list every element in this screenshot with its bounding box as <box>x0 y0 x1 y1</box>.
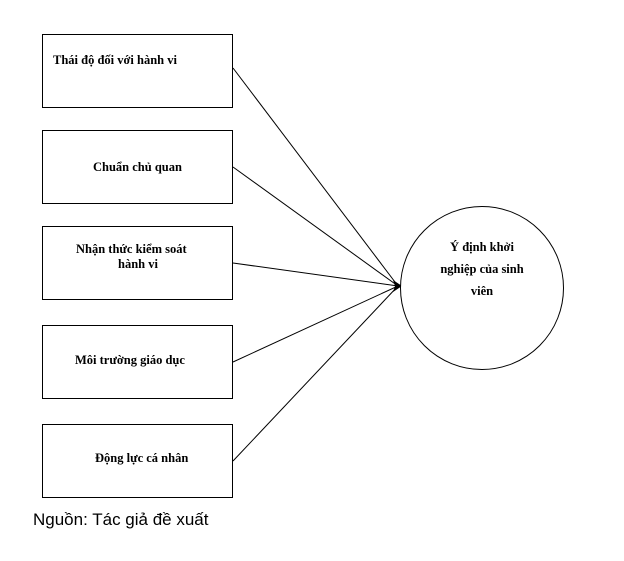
outcome-circle <box>400 206 564 370</box>
factor-box-education <box>42 325 233 399</box>
arrowhead-icon <box>393 280 402 292</box>
outcome-label: Ý định khởi nghiệp của sinh viên <box>420 236 544 302</box>
factor-label-perceived-control-line2: hành vi <box>118 257 158 271</box>
factor-label-attitude: Thái độ đối với hành vi <box>53 53 177 67</box>
outcome-label-line3: viên <box>470 284 494 298</box>
outcome-label-line1: Ý định khởi <box>450 240 514 254</box>
arrow-line-subjective-norm <box>232 166 399 287</box>
factor-label-motivation: Động lực cá nhân <box>95 451 189 465</box>
factor-label-subjective-norm: Chuẩn chủ quan <box>93 160 182 174</box>
factor-box-motivation <box>42 424 233 498</box>
factor-label-education: Môi trường giáo dục <box>75 353 185 367</box>
factor-box-attitude <box>42 34 233 108</box>
factor-label-perceived-control-line1: Nhận thức kiểm soát <box>76 242 187 256</box>
factor-box-perceived-control <box>42 226 233 300</box>
outcome-label-line2: nghiệp của sinh <box>440 262 524 276</box>
arrow-line-motivation <box>232 285 399 462</box>
source-note: Nguồn: Tác giả đề xuất <box>33 510 209 529</box>
arrow-line-perceived-control <box>232 262 399 287</box>
factor-box-subjective-norm <box>42 130 233 204</box>
arrow-line-attitude <box>232 67 399 287</box>
arrow-line-education <box>232 285 399 363</box>
